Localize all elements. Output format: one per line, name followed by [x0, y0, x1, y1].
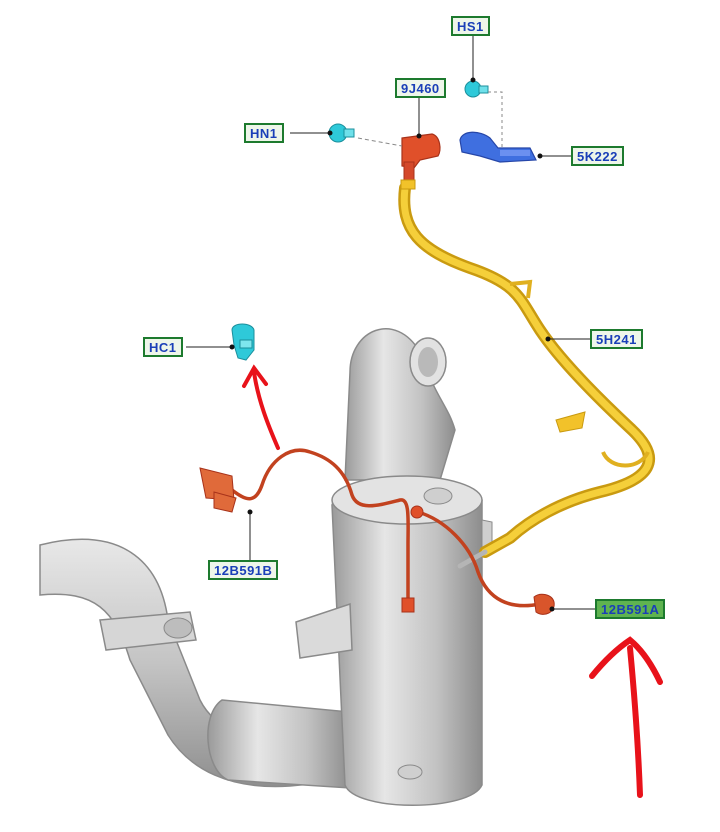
label-5k222: 5K222 — [571, 146, 624, 166]
label-12b591b: 12B591B — [208, 560, 279, 580]
label-9j460: 9J460 — [395, 78, 446, 98]
annotation-arrow-12b591a — [589, 636, 663, 798]
clip-hs1 — [464, 80, 489, 98]
exhaust-pipe — [39, 538, 353, 789]
sensor-bracket — [459, 131, 537, 163]
label-hs1: HS1 — [451, 16, 490, 36]
leader-dots — [229, 77, 555, 612]
label-12b591a: 12B591A — [595, 599, 666, 619]
clip-hn1 — [328, 123, 355, 143]
pressure-hose — [398, 182, 655, 569]
label-5h241: 5H241 — [590, 329, 643, 349]
label-hn1: HN1 — [244, 123, 284, 143]
label-hc1: HC1 — [143, 337, 183, 357]
annotation-arrow-hc1 — [242, 364, 280, 450]
leader-lines — [186, 36, 595, 610]
pressure-sensor — [400, 133, 441, 190]
clip-hc1 — [231, 323, 255, 361]
wiring-harness — [199, 448, 555, 615]
